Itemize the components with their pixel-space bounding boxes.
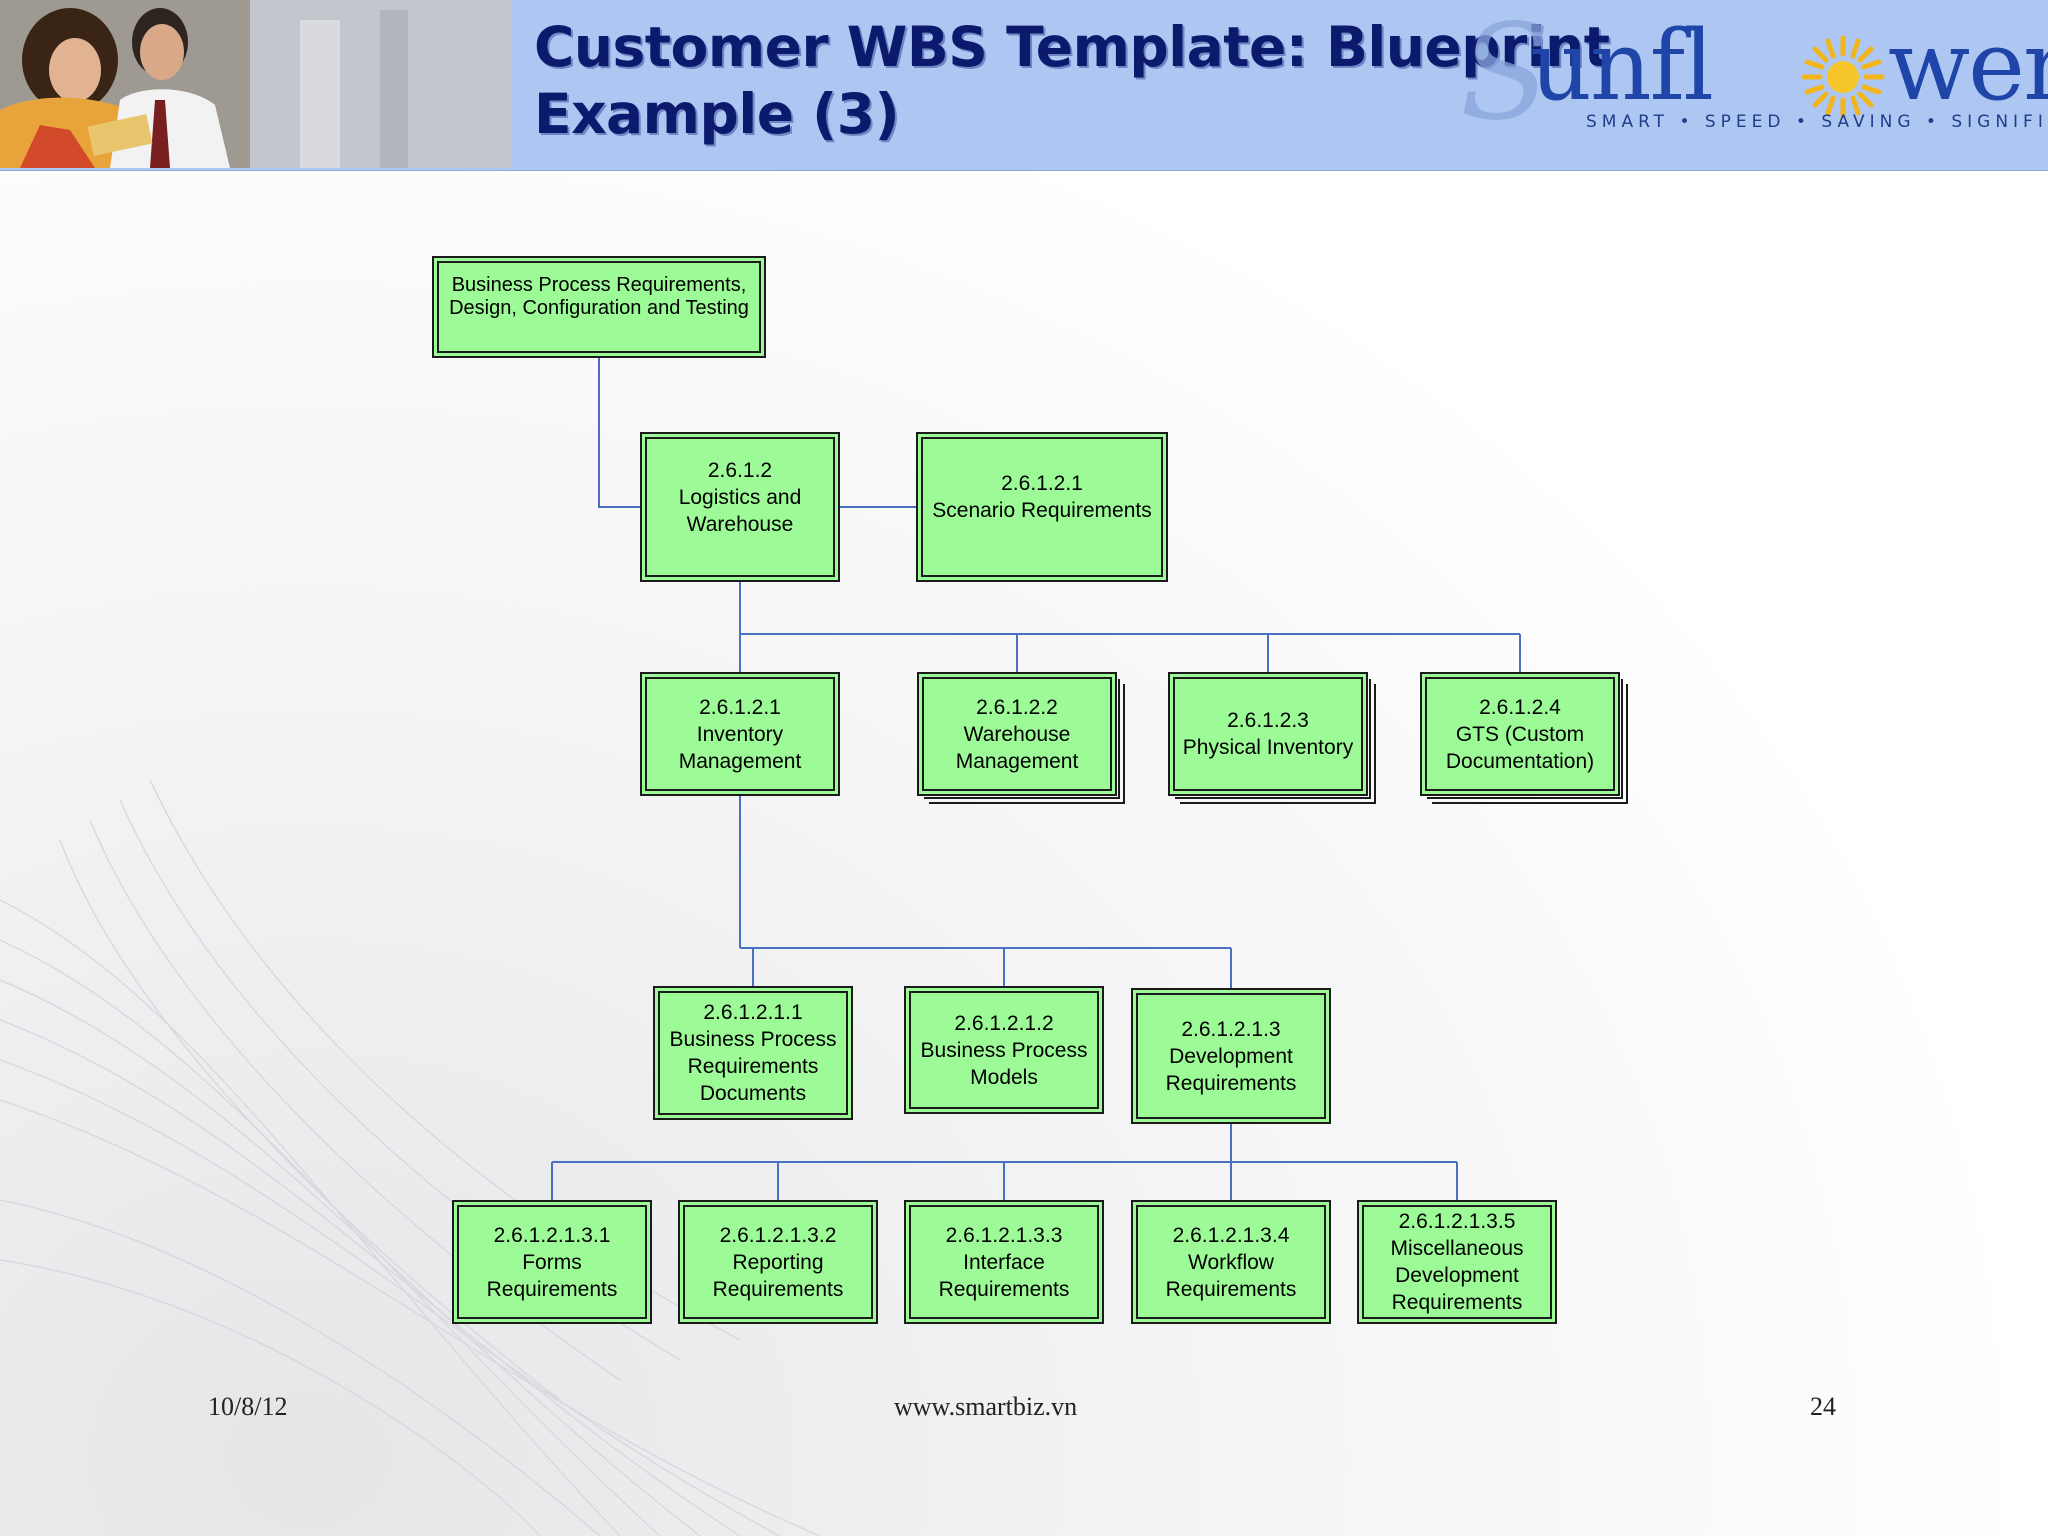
wbs-node-2-6-1-2-1-1: 2.6.1.2.1.1 Business Process Requirement… [653,986,853,1120]
connector-root-to-logistics [598,358,640,508]
node-line1: Miscellaneous [1390,1237,1524,1260]
node-line1: Business Process [920,1038,1088,1062]
node-line2: Development [1395,1264,1519,1287]
wbs-node-2-6-1-2-1-3-3: 2.6.1.2.1.3.3 Interface Requirements [904,1200,1104,1324]
slide-title-line1: Customer WBS Template: Blueprint [534,15,1610,79]
node-line3: Requirements [1391,1291,1523,1314]
node-code: 2.6.1.2.1.3.5 [1398,1210,1516,1233]
logo-text-middle: unfl [1530,10,1714,122]
node-code: 2.6.1.2.1.3.3 [945,1223,1063,1247]
node-line1: Reporting [732,1250,824,1274]
node-code: 2.6.1.2.1.3.1 [493,1223,611,1247]
node-line2: Warehouse [686,512,794,536]
node-code: 2.6.1.2.3 [1227,709,1309,732]
wbs-node-2-6-1-2-1-3: 2.6.1.2.1.3 Development Requirements [1131,988,1331,1124]
node-line1: Business Process [669,1028,837,1051]
node-code: 2.6.1.2.1.3.2 [719,1223,837,1247]
node-line2: Management [678,749,802,773]
node-line1: Forms [522,1250,582,1274]
sunflower-logo: S unfl wer SMART [1460,0,2048,140]
node-line1: Workflow [1188,1250,1274,1274]
node-line2: Management [955,749,1079,773]
node-line1: Physical Inventory [1182,736,1354,759]
wbs-node-2-6-1-2-1-3-4: 2.6.1.2.1.3.4 Workflow Requirements [1131,1200,1331,1324]
wbs-node-2-6-1-2-1-3-5: 2.6.1.2.1.3.5 Miscellaneous Development … [1357,1200,1557,1324]
node-line1: Scenario Requirements [932,499,1152,522]
wbs-node-scenario-requirements: 2.6.1.2.1 Scenario Requirements [916,432,1168,582]
wbs-node-2-6-1-2-2: 2.6.1.2.2 Warehouse Management [917,672,1125,804]
node-line2: Models [970,1065,1038,1089]
node-line1: Development [1169,1044,1293,1068]
node-code: 2.6.1.2.1.3 [1181,1017,1281,1041]
node-line2: Requirements [1165,1071,1297,1095]
node-line2: Documentation) [1445,749,1595,773]
node-line1: Logistics and [678,485,802,509]
sun-icon [1801,35,1885,119]
footer-website: www.smartbiz.vn [894,1392,1078,1421]
node-line1: Warehouse [963,722,1071,746]
header-photo [0,0,512,168]
node-code: 2.6.1.2.1.1 [703,1001,803,1024]
node-line1: Inventory [696,722,784,746]
logo-tagline: SMART • SPEED • SAVING • SIGNIFICANT [1586,112,2048,132]
node-line2: Requirements [1165,1277,1297,1301]
node-code: 2.6.1.2.1 [1001,472,1083,495]
wbs-node-2-6-1-2-4: 2.6.1.2.4 GTS (Custom Documentation) [1420,672,1628,804]
header-band: Customer WBS Template: Blueprint Example… [0,0,2048,171]
node-line1: GTS (Custom [1455,722,1585,746]
root-line1: Business Process Requirements, [451,274,747,296]
footer-page-number: 24 [1810,1392,1836,1421]
slide-title-line2: Example (3) [534,82,900,146]
logo-wordmark: S unfl wer [1460,7,2048,139]
logo-initial: S [1460,0,1551,150]
node-line2: Requirements [486,1277,618,1301]
node-line2: Requirements [938,1277,1070,1301]
node-line2: Requirements [712,1277,844,1301]
node-line2: Requirements [687,1055,819,1078]
wbs-node-2-6-1-2-1-3-2: 2.6.1.2.1.3.2 Reporting Requirements [678,1200,878,1324]
node-code: 2.6.1.2.4 [1479,695,1561,719]
node-line3: Documents [699,1082,807,1105]
node-code: 2.6.1.2 [707,458,773,482]
node-line1: Interface [963,1250,1045,1274]
wbs-node-2-6-1-2-1-3-1: 2.6.1.2.1.3.1 Forms Requirements [452,1200,652,1324]
wbs-node-2-6-1-2: 2.6.1.2 Logistics and Warehouse [640,432,840,582]
slide-title: Customer WBS Template: Blueprint Example… [534,14,1734,148]
wbs-node-2-6-1-2-1-2: 2.6.1.2.1.2 Business Process Models [904,986,1104,1114]
wbs-node-2-6-1-2-3: 2.6.1.2.3 Physical Inventory [1168,672,1376,804]
node-code: 2.6.1.2.1.2 [954,1011,1054,1035]
node-code: 2.6.1.2.1 [699,695,781,719]
node-code: 2.6.1.2.2 [976,695,1058,719]
logo-text-end: wer [1888,10,2048,122]
node-code: 2.6.1.2.1.3.4 [1172,1223,1290,1247]
wbs-node-2-6-1-2-1: 2.6.1.2.1 Inventory Management [640,672,840,796]
footer-date: 10/8/12 [208,1392,288,1421]
wbs-node-root: Business Process Requirements, Design, C… [432,256,766,358]
root-line2: Design, Configuration and Testing [449,297,749,319]
